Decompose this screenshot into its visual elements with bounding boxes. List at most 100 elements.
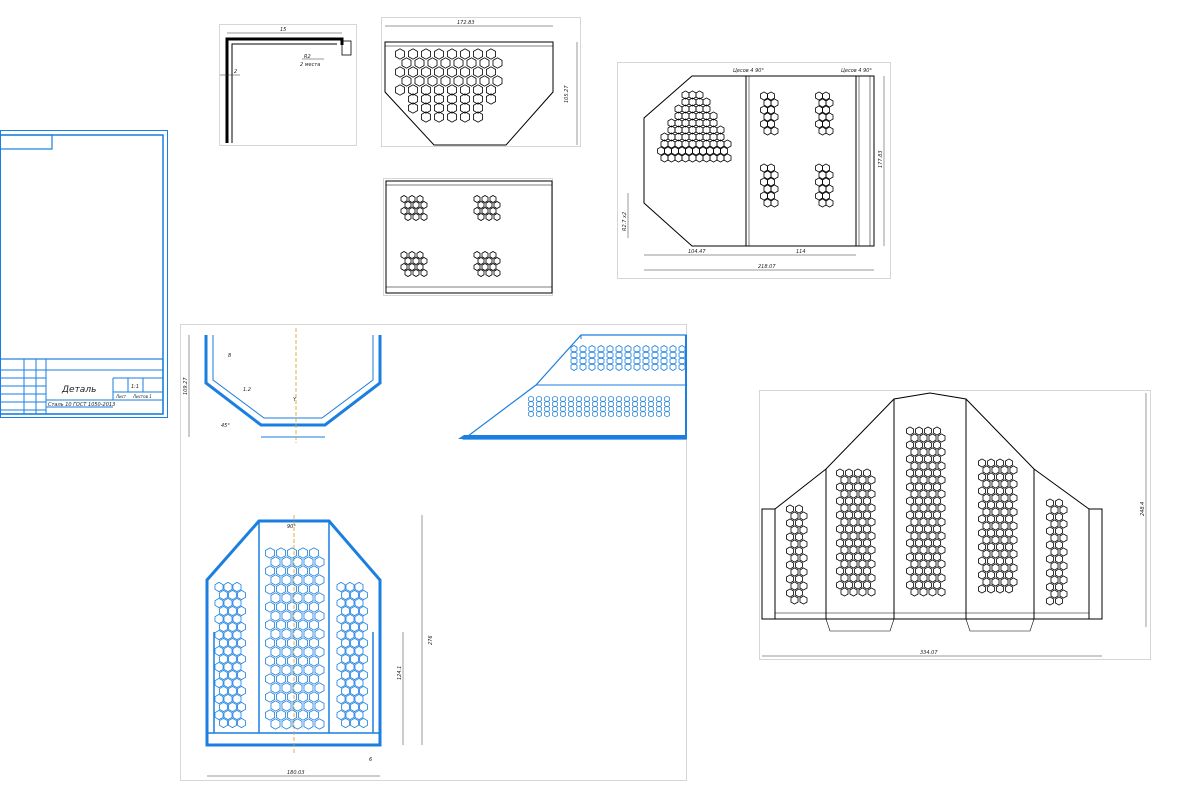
hex-hole [606,363,614,371]
hex-hole [991,549,1000,559]
hex-hole [858,587,867,597]
hex-hole [840,559,849,569]
hex-hole [910,503,919,513]
hex-hole [576,395,582,403]
top-plate-view[interactable]: 172.83 105.27 [381,17,581,147]
hex-hole [345,661,355,673]
hex-hole [849,517,858,527]
hex-hole [345,677,355,689]
hex-hole [1059,547,1068,557]
flat-pattern-view[interactable]: 248.4 334.07 [759,390,1151,660]
hex-hole [588,351,596,359]
hex-hole [906,510,914,520]
hex-hole [933,566,941,576]
hex-hole [790,595,799,605]
hex-hole [276,637,286,649]
hex-hole [298,655,308,667]
blue-front-dim-right: 124.1 [397,666,403,680]
side-flat-svg: Цесов 4 90° Цесов 4 90° 104.47 114 218.0… [622,68,885,271]
part-material: Сталь 10 ГОСТ 1050-2013 [48,402,115,408]
hex-hole [219,701,228,713]
hex-hole [309,547,319,559]
hex-hole [592,400,598,408]
side-flat-holes-c1 [760,91,779,136]
hex-hole [341,701,350,713]
side-flat-holes-c2 [760,163,779,208]
hex-hole [298,601,308,613]
hex-hole [298,673,308,685]
hex-hole [660,345,668,353]
hex-hole [570,357,578,365]
hex-hole [489,263,497,271]
hex-hole [287,619,297,631]
hex-hole [795,504,803,514]
side-flat-holes-c3 [815,91,834,136]
side-flat-dim-total: 218.07 [758,264,776,270]
small-plate-view[interactable] [383,178,553,296]
hex-hole [845,496,853,506]
hex-hole [716,125,725,135]
hex-hole [790,567,799,577]
hex-hole [528,410,534,418]
hex-hole [354,693,364,705]
hex-hole [265,691,275,703]
hex-hole [281,718,292,730]
hex-hole [214,709,224,721]
hex-hole [1000,493,1009,503]
hex-hole [1009,563,1018,573]
hex-hole [1050,505,1059,515]
hex-hole [836,468,844,478]
hex-hole [408,195,416,203]
hex-hole [447,66,457,78]
hex-hole [292,628,303,640]
hex-hole [303,700,314,712]
hex-hole [597,363,605,371]
hex-hole [421,66,431,78]
hex-hole [303,610,314,622]
hex-hole [303,682,314,694]
hex-hole [1050,561,1059,571]
hex-hole [486,48,496,60]
hex-hole [910,517,919,527]
side-flat-view[interactable]: Цесов 4 90° Цесов 4 90° 104.47 114 218.0… [617,62,891,279]
hex-hole [799,581,808,591]
hex-hole [928,587,937,597]
hex-hole [314,718,325,730]
hex-hole [427,57,438,69]
hex-hole [481,195,489,203]
hex-hole [309,619,319,631]
hex-hole [485,213,493,221]
blue-front-dim-height: 276 [428,635,434,645]
hex-hole [836,496,844,506]
part-scale: 1:1 [131,384,139,390]
hex-hole [270,682,281,694]
hex-hole [214,613,224,625]
hex-hole [606,357,614,365]
hex-hole [276,565,286,577]
hex-hole [790,539,799,549]
hex-hole [678,363,686,371]
hex-hole [836,524,844,534]
hex-hole [836,580,844,590]
hex-hole [223,645,233,657]
hex-hole [592,410,598,418]
assembly-sheet[interactable]: Y 109.27 8 1.2 45° [180,324,687,781]
hex-hole [858,475,867,485]
flat-holes-1 [786,504,808,605]
hex-hole [1055,596,1063,606]
hex-hole [919,573,928,583]
bend-detail-view[interactable]: 15 R2 2 места 2 [219,24,357,146]
blue-front-dim-angle: 90° [287,524,296,530]
hex-hole [915,524,923,534]
hex-hole [237,717,246,729]
hex-hole [1046,540,1054,550]
hex-hole [713,146,721,156]
hex-hole [1059,561,1068,571]
hex-hole [400,251,408,259]
hex-hole [937,447,946,457]
hex-hole [915,468,923,478]
hex-hole [276,673,286,685]
hex-hole [434,102,444,114]
hex-hole [485,201,493,209]
hex-hole [1050,589,1059,599]
